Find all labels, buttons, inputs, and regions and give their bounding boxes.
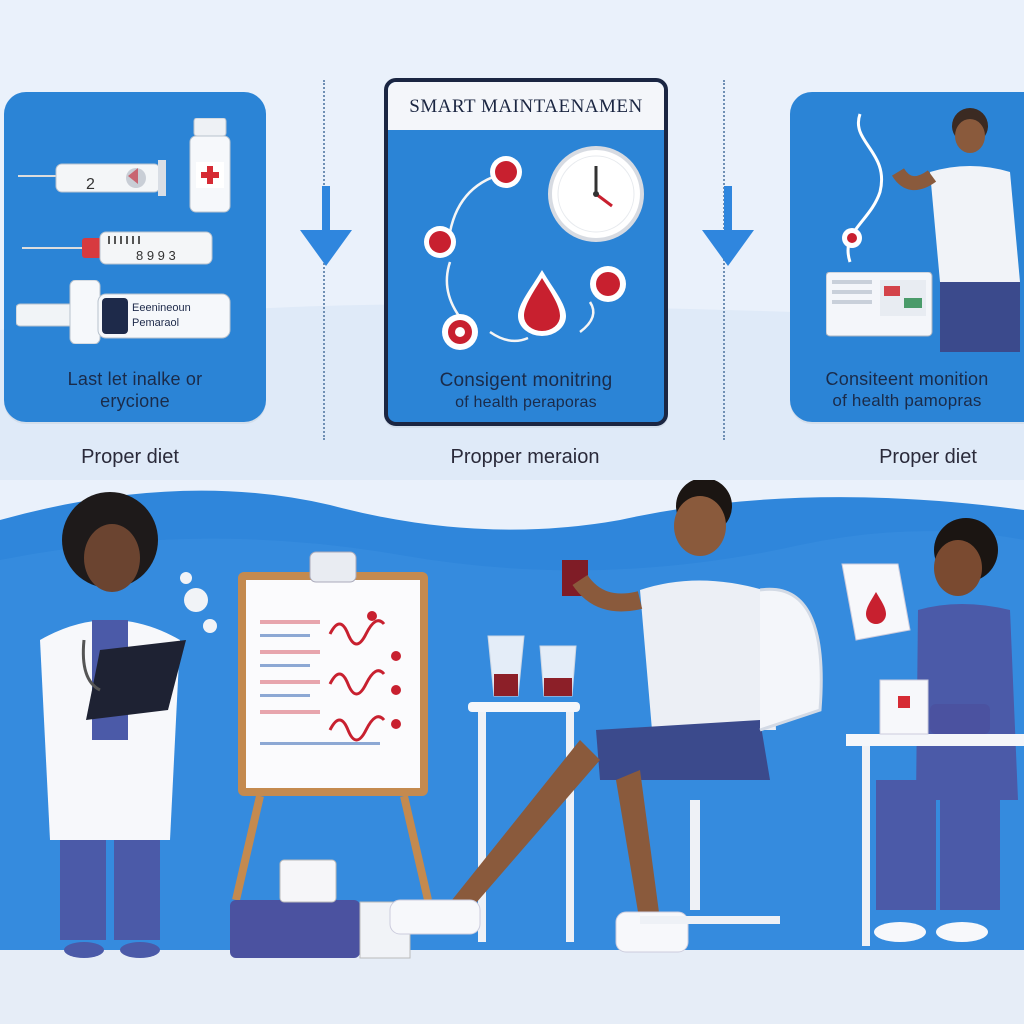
blood-drop-icon — [518, 270, 566, 336]
inhaler-icon — [16, 280, 231, 344]
caption-right: Proper diet — [879, 446, 977, 468]
medicine-vial-icon — [189, 118, 231, 213]
syringe-number: 2 — [86, 176, 95, 193]
center-panel-title-bar — [388, 82, 664, 130]
clipboard-icon — [232, 551, 432, 901]
left-panel-label-2: erycione — [100, 391, 170, 411]
center-panel-label-1: Consigent monitring — [439, 370, 613, 391]
person-with-tube-illustration — [842, 108, 1020, 352]
clock-icon — [548, 146, 644, 242]
left-panel-label-1: Last let inalke or — [67, 369, 203, 389]
caption-center: Propper meraion — [450, 446, 600, 468]
nurse-figure — [841, 518, 1018, 942]
syringe-icon — [18, 160, 166, 196]
center-panel-label-2: of health peraporas — [455, 394, 597, 411]
down-arrow-icon — [702, 186, 754, 266]
syringe-number: 8 9 9 3 — [136, 248, 176, 263]
inhaler-label-1: Eeenineoun — [132, 302, 191, 314]
right-panel-label-1: Consiteent monition — [825, 369, 989, 389]
right-panel-label-2: of health pamopras — [832, 391, 982, 410]
syringe-icon — [22, 231, 213, 265]
center-info-panel: SMART MAINTAENAMEN Consigent monitring o… — [384, 78, 668, 426]
cycle-arrows-icon — [424, 156, 626, 350]
right-info-panel: Consiteent monition of health pamopras — [790, 92, 1024, 422]
caption-left: Proper diet — [81, 446, 179, 468]
monitor-icon — [826, 272, 933, 337]
patient-figure — [389, 480, 776, 953]
down-arrow-icon — [300, 186, 352, 266]
clinic-scene-illustration — [0, 480, 1024, 1024]
inhaler-label-2: Pemaraol — [132, 317, 180, 329]
center-panel-title: SMART MAINTAENAMEN — [409, 96, 643, 117]
doctor-figure — [40, 492, 186, 958]
left-info-panel: 2 8 9 9 3 Eeenineoun Pemaraol Last let i… — [4, 92, 266, 422]
